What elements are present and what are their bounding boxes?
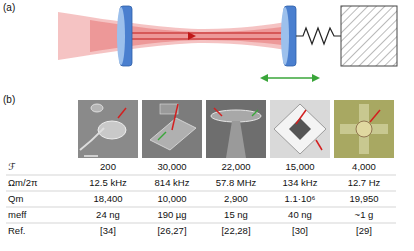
panel-label: (a) [3,3,15,13]
table-rule [6,223,396,224]
chip-frame [274,104,326,154]
table-cell: 12.5 kHz [89,178,127,188]
table-cell: 200 [100,162,116,172]
laser-beam [58,12,292,60]
pedestal [226,121,246,158]
table-rule [6,207,396,208]
photo-toroid [78,100,138,158]
row-header: Ref. [8,226,25,236]
table-cell: 57.8 MHz [216,178,257,188]
photo-mirror [334,100,394,158]
table-cell: [26,27] [157,226,186,236]
optical-path [370,110,380,122]
optical-path [118,108,126,118]
table-cell: 22,000 [221,162,250,172]
motion-indicator [158,132,166,140]
table-cell: 30,000 [157,162,186,172]
row-header: meff [8,210,26,220]
fiber-taper [80,128,104,150]
motion-indicator [252,110,258,116]
row-header: ℱ [8,162,15,172]
table-cell: ~1 g [355,210,374,220]
mirror-face [117,7,125,65]
table-cell: [29] [356,226,372,236]
optical-path [316,140,322,150]
table-cell: 2,900 [224,194,248,204]
table-cell: 190 µg [157,210,186,220]
table-cell: 24 ng [96,210,120,220]
row-header: Ωm/2π [8,178,38,188]
table-cell: 1.1·10⁶ [285,194,316,204]
row-header: Qm [8,194,23,204]
table-cell: 15 ng [224,210,248,220]
table-cell: 12.7 Hz [348,178,381,188]
table-cell: 134 kHz [283,178,318,188]
table-cell: 4,000 [352,162,376,172]
table-cell: 40 ng [288,210,312,220]
membrane [289,118,311,140]
table-cell: 814 kHz [155,178,190,188]
photo-beam [142,100,202,158]
photo-membrane [270,100,330,158]
table-rule [6,191,396,192]
table-cell: [34] [100,226,116,236]
photo-disk [206,100,266,158]
mirror-face [281,7,289,65]
arrowhead [260,74,268,82]
motion-arrow [266,77,314,79]
beam-arrow [188,32,196,40]
spring [296,28,341,44]
scale-bar [84,155,98,156]
table-rule [6,175,396,176]
toroid-small [91,104,103,112]
table-cell: [22,28] [221,226,250,236]
optical-path [296,110,306,124]
optical-path [172,104,178,130]
arrowhead [312,74,320,82]
optical-path [214,108,222,116]
fixed-wall [341,6,397,66]
panel-label: (b) [3,95,15,105]
table-cell: 15,000 [285,162,314,172]
table-cell: 18,400 [93,194,122,204]
table-cell: 19,950 [349,194,378,204]
table-cell: 10,000 [157,194,186,204]
table-cell: [30] [292,226,308,236]
intracavity-beam [130,33,284,39]
mirror-pad [356,121,372,137]
